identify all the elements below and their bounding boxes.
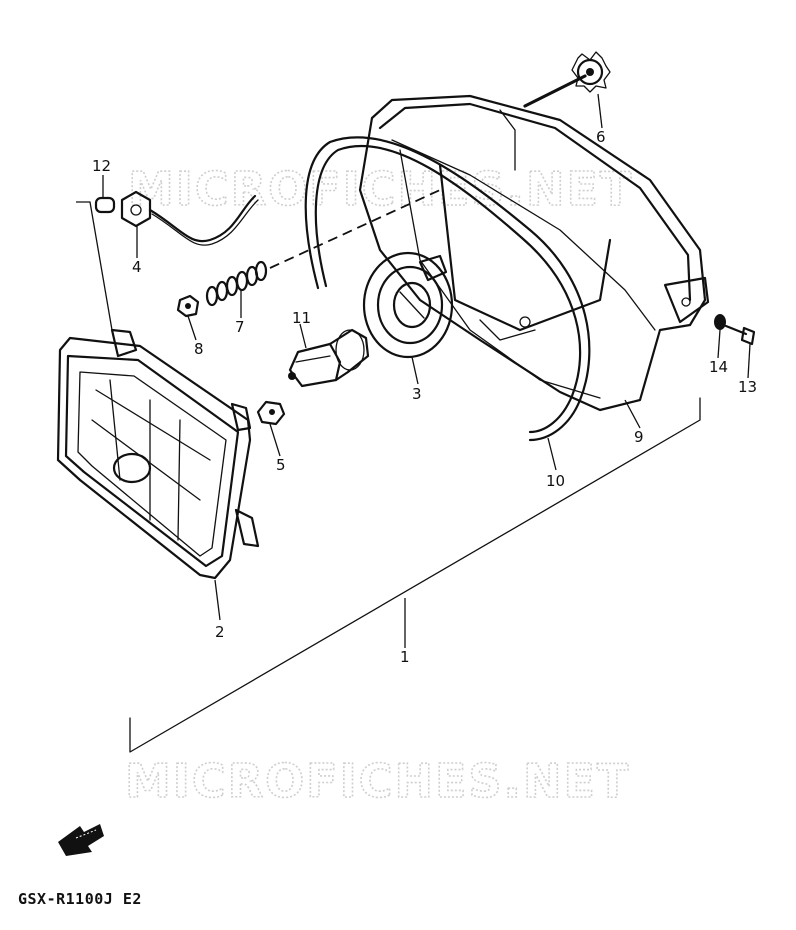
callout-13: 13 [738,378,757,396]
diagram-code-label: GSX-R1100J E2 [18,890,142,908]
clip-nut-part [256,400,286,426]
position-lamp-socket-part [94,190,259,246]
callout-2: 2 [215,623,225,641]
callout-6: 6 [596,128,606,146]
adjusting-screw-part [523,51,611,108]
callout-5: 5 [276,456,286,474]
front-direction-arrow-icon [58,824,104,856]
callout-12: 12 [92,157,111,175]
callout-4: 4 [132,258,142,276]
callout-7: 7 [235,318,245,336]
bolt-part [724,324,756,346]
callout-3: 3 [412,385,422,403]
assembly-bracket [129,397,701,753]
callout-9: 9 [634,428,644,446]
callout-10: 10 [546,472,565,490]
leader-lines [76,93,751,621]
adjusting-spring-part [205,260,268,307]
callout-14: 14 [709,358,728,376]
mounting-band-part [304,136,591,442]
bulb-holder-part [362,251,454,359]
callout-1: 1 [400,648,410,666]
watermark-top: MICROFICHES.NET [128,162,633,216]
watermark-bottom: MICROFICHES.NET [125,754,630,808]
halogen-bulb-part [288,328,370,388]
washer-part [714,314,726,330]
callout-11: 11 [292,309,311,327]
headlight-lens-unit-part [56,328,260,580]
callout-8: 8 [194,340,204,358]
nut-part [176,294,200,318]
